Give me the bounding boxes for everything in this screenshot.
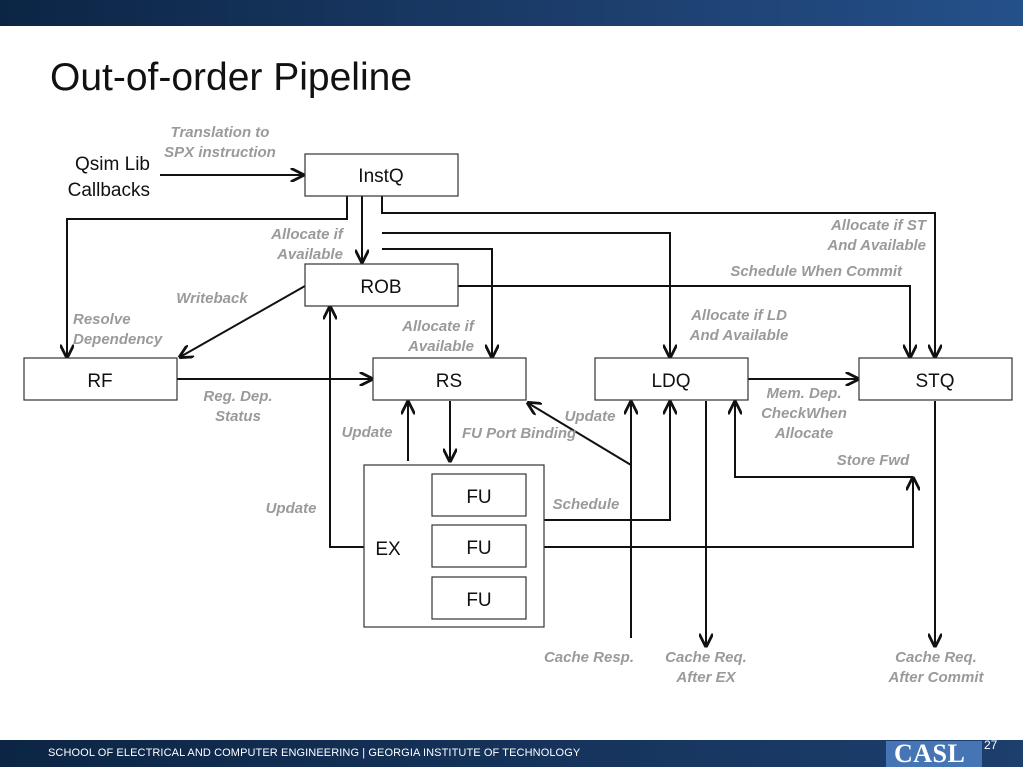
- rs-box: RS: [372, 357, 527, 401]
- note-cache-req-commit-1: Cache Req.: [895, 649, 977, 666]
- note-alloc-st-1: Allocate if ST: [830, 217, 928, 234]
- note-reg-dep-1: Reg. Dep.: [203, 388, 272, 405]
- slide-title: Out-of-order Pipeline: [50, 56, 413, 99]
- note-resolve-2: Dependency: [73, 331, 163, 348]
- note-mem-dep-2: CheckWhen: [761, 405, 847, 422]
- note-fu-port: FU Port Binding: [462, 425, 576, 442]
- instq-box: InstQ: [304, 153, 459, 197]
- fu-box-2: FU: [431, 524, 527, 568]
- note-cache-req-commit-2: After Commit: [887, 669, 984, 686]
- qsim-label-line1: Qsim Lib: [75, 154, 150, 175]
- connectors: [67, 175, 935, 646]
- fu-box-1: FU: [431, 473, 527, 517]
- note-alloc-st-2: And Available: [826, 237, 926, 254]
- note-alloc-ld-2: And Available: [689, 327, 789, 344]
- rs-label: RS: [436, 371, 462, 392]
- footer-bar: SCHOOL OF ELECTRICAL AND COMPUTER ENGINE…: [0, 740, 1023, 767]
- ex-label: EX: [375, 539, 401, 560]
- arrow-ex-to-rob: [330, 307, 364, 548]
- rf-box: RF: [23, 357, 178, 401]
- arrow-ex-to-storefwd: [544, 478, 913, 548]
- fu-label-2: FU: [466, 538, 491, 559]
- rob-box: ROB: [304, 263, 459, 307]
- note-translation-2: SPX instruction: [164, 144, 276, 161]
- arrow-instq-to-ldq: [382, 232, 670, 357]
- logo-text: CASL: [894, 739, 966, 768]
- footer-text: SCHOOL OF ELECTRICAL AND COMPUTER ENGINE…: [48, 747, 581, 759]
- arrow-ex-to-ldq: [544, 402, 670, 521]
- note-mem-dep-1: Mem. Dep.: [766, 385, 841, 402]
- note-alloc-rob-2: Available: [276, 246, 343, 263]
- fu-label-1: FU: [466, 487, 491, 508]
- note-update-rob: Update: [266, 500, 317, 517]
- casl-logo: CASL: [886, 739, 982, 768]
- fu-box-3: FU: [431, 576, 527, 620]
- ldq-label: LDQ: [651, 371, 690, 392]
- rf-label: RF: [87, 371, 112, 392]
- note-cache-resp: Cache Resp.: [544, 649, 634, 666]
- stq-box: STQ: [858, 357, 1013, 401]
- note-schedule: Schedule: [553, 496, 620, 513]
- note-alloc-rob-1: Allocate if: [270, 226, 345, 243]
- note-translation-1: Translation to: [171, 124, 270, 141]
- top-banner: [0, 0, 1023, 26]
- stq-label: STQ: [915, 371, 954, 392]
- note-update-rs: Update: [342, 424, 393, 441]
- note-cache-req-ex-2: After EX: [675, 669, 736, 686]
- page-number: 27: [984, 738, 998, 752]
- note-alloc-ld-1: Allocate if LD: [690, 307, 787, 324]
- note-writeback: Writeback: [176, 290, 248, 307]
- annotations: Translation to SPX instruction Allocate …: [73, 124, 984, 686]
- note-cache-req-ex-1: Cache Req.: [665, 649, 747, 666]
- arrow-instq-to-rf: [67, 196, 348, 357]
- note-alloc-rs-1: Allocate if: [401, 318, 476, 335]
- note-alloc-rs-2: Available: [407, 338, 474, 355]
- note-update-ldq: Update: [565, 408, 616, 425]
- fu-label-3: FU: [466, 590, 491, 611]
- arrow-instq-to-rs: [382, 248, 492, 357]
- instq-label: InstQ: [358, 166, 403, 187]
- note-schedule-commit: Schedule When Commit: [730, 263, 903, 280]
- rob-label: ROB: [360, 277, 401, 298]
- note-reg-dep-2: Status: [215, 408, 261, 425]
- arrow-cache-resp-to-rs: [528, 403, 632, 466]
- qsim-label-line2: Callbacks: [68, 180, 150, 201]
- ldq-box: LDQ: [594, 357, 749, 401]
- arrow-rob-to-stq: [458, 285, 910, 357]
- arrow-instq-to-stq: [381, 196, 935, 357]
- note-store-fwd: Store Fwd: [837, 452, 910, 469]
- note-resolve-1: Resolve: [73, 311, 131, 328]
- note-mem-dep-3: Allocate: [774, 425, 833, 442]
- arrow-rob-to-rf: [180, 285, 306, 357]
- arrow-stq-to-ldq: [735, 402, 913, 478]
